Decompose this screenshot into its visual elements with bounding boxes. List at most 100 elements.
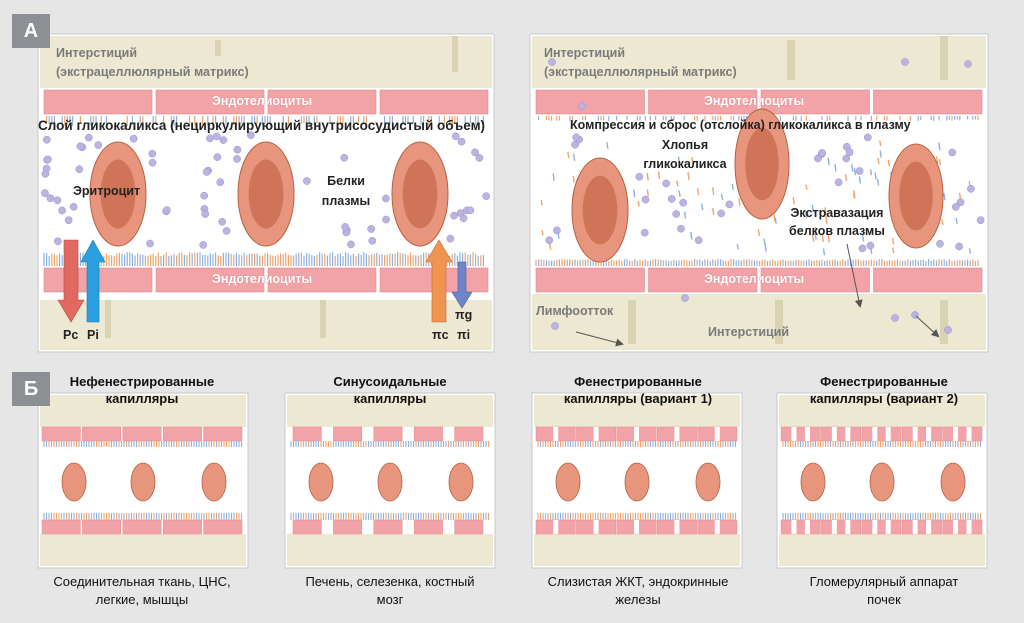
glycocalyx-flake: [938, 142, 941, 150]
glycocalyx-flake: [834, 163, 837, 172]
erythrocyte: [555, 462, 581, 502]
plasma-protein-dot: [341, 223, 350, 231]
left-endothelium-top-cell: [155, 89, 265, 115]
matrix-fiber: [452, 36, 458, 72]
glycocalyx-flake: [858, 176, 862, 184]
glycocalyx-flake: [870, 248, 873, 254]
plasma-protein-dot: [303, 177, 311, 185]
right-endothelium-bottom-cell: [873, 267, 983, 293]
left-endothelium-bottom-label: Эндотелиоциты: [212, 272, 313, 286]
plasma-protein-dot: [571, 140, 579, 149]
glycocalyx-flake: [851, 164, 854, 172]
plasma-protein-dot: [53, 196, 62, 205]
glycocalyx-flake: [687, 172, 690, 180]
fenestra: [593, 427, 599, 441]
plasma-protein-dot: [475, 154, 484, 162]
extravasation-label: Экстравазация: [790, 206, 884, 220]
fenestra: [634, 427, 639, 441]
glycocalyx-flake: [541, 230, 544, 236]
capillary-3-title-line1: Фенестрированные: [574, 374, 702, 389]
fenestra: [553, 520, 559, 534]
erythrocyte: [800, 462, 826, 502]
erythrocyte: [377, 462, 403, 502]
glycocalyx-flake: [633, 189, 636, 198]
glycocalyx-flake: [774, 217, 777, 224]
glycocalyx-flake: [892, 247, 895, 254]
glycocalyx-flake: [572, 153, 576, 161]
capillary-4-description: Гломерулярный аппарат почек: [764, 573, 1004, 609]
plasma-protein-dot: [956, 198, 965, 207]
glycocalyx-flake: [879, 150, 882, 158]
plasma-protein-dot: [640, 228, 649, 237]
extravasated-protein-dot: [944, 326, 952, 334]
capillary-4-title-line1: Фенестрированные: [820, 374, 948, 389]
fenestra: [912, 520, 918, 534]
endothelial-cell: [373, 519, 403, 535]
endothelial-cell: [82, 519, 122, 535]
capillary-2-desc-line2: мозг: [376, 592, 404, 607]
plasma-protein-dot: [233, 145, 242, 154]
panel-a-left-normal-glycocalyx: [37, 33, 495, 353]
plasma-proteins-label: Белки: [327, 174, 365, 188]
plasma-protein-dot: [955, 242, 963, 251]
plasma-protein-dot: [635, 172, 644, 181]
extravasation-arrow: [846, 243, 863, 308]
left-endothelium-top-cell: [267, 89, 377, 115]
left-endothelium-top-cell: [379, 89, 489, 115]
right-erythrocyte-1-center: [582, 175, 618, 245]
plasma-protein-dot: [44, 155, 52, 164]
glycocalyx-flakes-sublabel: гликокаликса: [643, 157, 727, 171]
glycocalyx-flake: [827, 157, 830, 166]
glycocalyx-flake: [861, 234, 865, 242]
panel-b-letter: Б: [12, 372, 50, 406]
plasma-protein-dot: [218, 217, 227, 226]
endothelial-cell: [942, 519, 983, 535]
right-endothelium-bottom-cell: [648, 267, 758, 293]
right-interstitium-bottom: [532, 294, 986, 350]
glycocalyx-flake: [869, 169, 873, 176]
glycocalyx-flake: [690, 231, 693, 240]
plasma-protein-dot: [58, 206, 66, 215]
plasma-protein-dot: [553, 226, 561, 235]
plasma-protein-dot: [222, 227, 231, 235]
capillary-3-title-line2: капилляры (вариант 1): [563, 391, 713, 406]
plasma-protein-dot: [679, 198, 688, 207]
compression-label: Компрессия и сброс (отслойка) гликокалик…: [570, 118, 911, 132]
capillary-interstitium-top: [534, 395, 740, 427]
plasma-protein-dot: [219, 136, 228, 144]
plasma-protein-dot: [967, 184, 975, 193]
lymph-outflow-label: Лимфоотток: [536, 304, 614, 318]
plasma-protein-dot: [129, 134, 138, 143]
erythrocyte-2-center: [248, 159, 284, 229]
endothelial-cell: [122, 519, 162, 535]
endothelial-cell: [292, 519, 322, 535]
glycocalyx-flake: [676, 180, 679, 187]
plasma-protein-dot: [818, 149, 827, 157]
glycocalyx-flake: [764, 243, 767, 252]
glycocalyx-flake: [572, 176, 575, 183]
plasma-protein-dot: [54, 237, 62, 246]
endothelial-cell: [162, 519, 202, 535]
glycocalyx-flake: [657, 171, 661, 180]
plasma-protein-dot: [662, 179, 670, 188]
matrix-fiber: [775, 300, 783, 344]
fenestra: [912, 427, 918, 441]
left-endothelium-top-label: Эндотелиоциты: [212, 94, 313, 108]
capillary-interstitium-top: [40, 395, 246, 427]
endothelial-cell: [203, 426, 243, 442]
endothelial-cell: [333, 426, 363, 442]
glycocalyx-flake: [822, 248, 826, 256]
endothelial-cell: [203, 519, 243, 535]
fenestra: [804, 520, 810, 534]
plasma-protein-dot: [842, 154, 851, 163]
endothelial-cell: [942, 426, 983, 442]
plasma-protein-dot: [457, 137, 466, 146]
plasma-protein-dot: [148, 149, 157, 158]
fenestra: [845, 520, 851, 534]
matrix-fiber: [320, 300, 326, 338]
extravasated-protein-dot: [964, 60, 972, 68]
glycocalyx-flake: [691, 156, 694, 165]
glycocalyx-flake: [646, 172, 649, 181]
right-endothelium-top-cell: [535, 89, 645, 115]
endothelial-cell: [901, 519, 942, 535]
